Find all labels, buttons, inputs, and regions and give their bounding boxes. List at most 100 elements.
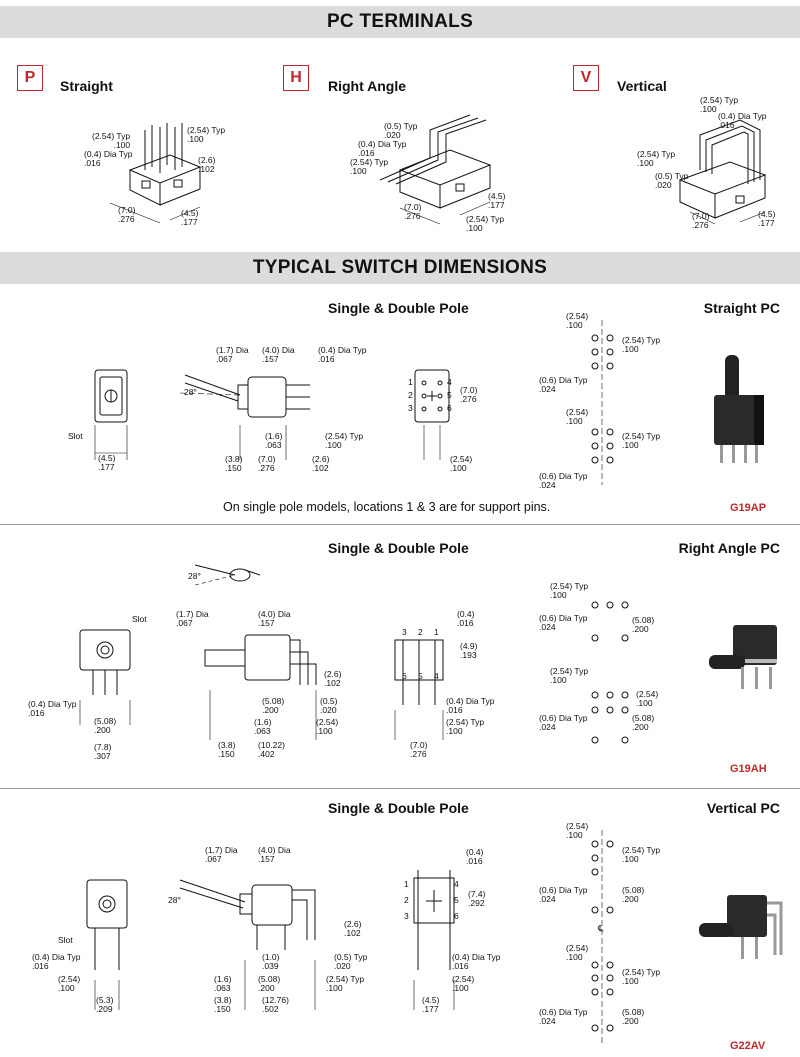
dim-label: (2.6).102 bbox=[324, 669, 342, 688]
dim-label: (7.0).276 bbox=[410, 740, 428, 759]
dim-label: (5.08).200 bbox=[632, 615, 655, 634]
dim-label: (4.5).177 bbox=[758, 209, 776, 228]
dim-label: (10.22).402 bbox=[258, 740, 285, 759]
dim-label: (0.6) Dia Typ.024 bbox=[539, 613, 588, 632]
pin-number: 4 bbox=[434, 671, 439, 681]
dim-label: (2.54) Typ.100 bbox=[326, 974, 365, 993]
dim-label: (7.4).292 bbox=[468, 889, 486, 908]
dim-label: (0.4) Dia Typ.016 bbox=[318, 345, 367, 364]
dim-label: (2.6).102 bbox=[198, 155, 216, 174]
dim-label: (2.54) Typ.100 bbox=[92, 131, 131, 150]
dim-label: (2.54) Typ.100 bbox=[466, 214, 505, 233]
dim-label: (2.54).100 bbox=[452, 974, 475, 993]
part-number-g22av: G22AV bbox=[730, 1040, 766, 1052]
section-title-vertical: Single & Double Pole bbox=[328, 800, 469, 816]
dim-label: (2.54).100 bbox=[566, 943, 589, 962]
dim-label: (2.54) Typ.100 bbox=[550, 581, 589, 600]
dim-label: (0.5).020 bbox=[320, 696, 338, 715]
straight-terminal-face-view bbox=[405, 365, 465, 465]
dim-label: (0.4) Dia Typ.016 bbox=[446, 696, 495, 715]
vertical-terminal-face-view bbox=[400, 860, 470, 1010]
section-divider bbox=[0, 524, 800, 525]
dim-label: (1.6).063 bbox=[265, 431, 283, 450]
dim-label: (0.4) Dia Typ.016 bbox=[718, 111, 767, 130]
dim-label: (4.0) Dia.157 bbox=[262, 345, 295, 364]
angle-label: 28° bbox=[188, 571, 201, 581]
dim-label: (12.76).502 bbox=[262, 995, 289, 1014]
dim-label: (0.5) Typ.020 bbox=[334, 952, 368, 971]
pin-number: 3 bbox=[402, 627, 407, 637]
straight-terminal-drawing bbox=[100, 115, 220, 225]
dim-label: (0.4) Dia Typ.016 bbox=[28, 699, 77, 718]
straight-front-view bbox=[85, 365, 145, 465]
pin-number: 1 bbox=[404, 879, 409, 889]
dim-label: (5.08).200 bbox=[258, 974, 281, 993]
dim-label: (0.5) Typ.020 bbox=[384, 121, 418, 140]
section-title-straight: Single & Double Pole bbox=[328, 300, 469, 316]
pin-number: 4 bbox=[447, 377, 452, 387]
dim-label: (5.08).200 bbox=[632, 713, 655, 732]
slot-label: Slot bbox=[58, 935, 73, 945]
dim-label: (7.0).276 bbox=[118, 205, 136, 224]
straight-pad-layout bbox=[580, 320, 640, 490]
dim-label: (1.7) Dia.067 bbox=[176, 609, 209, 628]
vertical-pad-layout bbox=[580, 830, 640, 1050]
single-pole-note: On single pole models, locations 1 & 3 a… bbox=[223, 500, 551, 514]
dim-label: (2.54) Typ.100 bbox=[622, 431, 661, 450]
dim-label: (1.7) Dia.067 bbox=[216, 345, 249, 364]
type-title-straight-pc: Straight PC bbox=[703, 300, 780, 316]
pin-number: 2 bbox=[404, 895, 409, 905]
dim-label: (1.6).063 bbox=[254, 717, 272, 736]
right-angle-terminal-drawing bbox=[360, 110, 510, 230]
terminal-label-right-angle: Right Angle bbox=[328, 78, 407, 94]
dim-label: (1.0).039 bbox=[262, 952, 280, 971]
g22av-switch-photo bbox=[699, 895, 783, 959]
right-angle-top-view bbox=[385, 610, 455, 740]
dim-label: (1.6).063 bbox=[214, 974, 232, 993]
dim-label: (2.54).100 bbox=[636, 689, 659, 708]
dim-label: (1.7) Dia.067 bbox=[205, 845, 238, 864]
dim-label: (0.6) Dia Typ.024 bbox=[539, 471, 588, 490]
dim-label: (7.0).276 bbox=[460, 385, 478, 404]
terminal-code-v: V bbox=[573, 65, 599, 91]
terminal-label-vertical: Vertical bbox=[617, 78, 667, 94]
angle-label: 28° bbox=[168, 895, 181, 905]
terminal-code-h: H bbox=[283, 65, 309, 91]
dim-label: (2.54) Typ.100 bbox=[325, 431, 364, 450]
pin-number: 6 bbox=[447, 403, 452, 413]
angle-label: 28° bbox=[184, 387, 197, 397]
pin-number: 5 bbox=[447, 390, 452, 400]
right-angle-actuator-detail bbox=[190, 555, 270, 595]
centerline-symbol: ℄ bbox=[598, 923, 604, 933]
dim-label: (2.54) Typ.100 bbox=[350, 157, 389, 176]
dim-label: (7.0).276 bbox=[258, 454, 276, 473]
dim-label: (2.54) Typ.100 bbox=[187, 125, 226, 144]
dim-label: (2.54).100 bbox=[316, 717, 339, 736]
type-title-vertical-pc: Vertical PC bbox=[706, 800, 780, 816]
pin-number: 3 bbox=[408, 403, 413, 413]
vertical-side-view bbox=[175, 850, 365, 1010]
dim-label: (0.4) Dia Typ.016 bbox=[32, 952, 81, 971]
dim-label: (4.5).177 bbox=[422, 995, 440, 1014]
section-title-right-angle: Single & Double Pole bbox=[328, 540, 469, 556]
dim-label: (4.9).193 bbox=[460, 641, 478, 660]
part-number-g19ah: G19AH bbox=[730, 763, 767, 775]
dim-label: (4.5).177 bbox=[181, 208, 199, 227]
pin-number: 5 bbox=[454, 895, 459, 905]
dim-label: (0.6) Dia Typ.024 bbox=[539, 375, 588, 394]
dim-label: (2.54) Typ.100 bbox=[622, 335, 661, 354]
vertical-terminal-drawing bbox=[640, 100, 780, 230]
dim-label: (2.6).102 bbox=[344, 919, 362, 938]
terminal-label-straight: Straight bbox=[60, 78, 113, 94]
vertical-front-view bbox=[75, 860, 145, 1010]
slot-label: Slot bbox=[68, 431, 83, 441]
pin-number: 6 bbox=[454, 911, 459, 921]
section-divider bbox=[0, 788, 800, 789]
right-angle-pad-layout bbox=[585, 590, 645, 750]
dim-label: (2.54) Typ.100 bbox=[637, 149, 676, 168]
dim-label: (5.08).200 bbox=[94, 716, 117, 735]
dim-label: (2.54) Typ.100 bbox=[700, 95, 739, 114]
dim-label: (2.54).100 bbox=[450, 454, 473, 473]
dim-label: (2.54).100 bbox=[566, 407, 589, 426]
g19ah-switch-photo bbox=[709, 625, 777, 689]
